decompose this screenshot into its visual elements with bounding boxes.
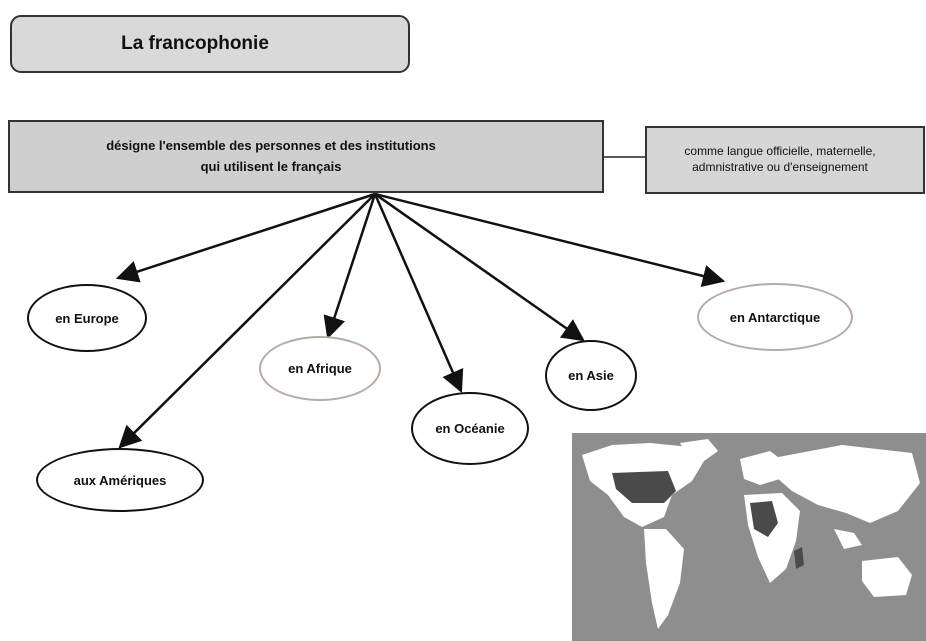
world-map-icon (572, 433, 926, 641)
region-node-asie: en Asie (545, 340, 637, 411)
region-node-antarctique: en Antarctique (697, 283, 853, 351)
definition-line-1: désigne l'ensemble des personnes et des … (106, 138, 436, 154)
diagram-title-text: La francophonie (121, 33, 269, 54)
region-label-antarctique: en Antarctique (729, 309, 821, 325)
region-node-afrique: en Afrique (259, 336, 381, 401)
usage-note-line-1: comme langue officielle, maternelle, (684, 144, 876, 159)
arrow-to-asie (374, 192, 585, 342)
arrow-to-afrique (323, 193, 377, 340)
region-label-europe: en Europe (55, 310, 119, 326)
usage-note-line-2: admnistrative ou d'enseignement (692, 160, 868, 174)
region-label-ameriques: aux Amériques (73, 472, 167, 488)
arrow-to-antarctique (374, 192, 726, 288)
arrow-to-ameriques (118, 193, 376, 449)
usage-note-box: comme langue officielle, maternelle, adm… (645, 126, 925, 194)
definition-line-2: qui utilisent le français (200, 158, 342, 174)
region-label-oceanie: en Océanie (435, 421, 505, 436)
usage-note-text: comme langue officielle, maternelle, adm… (684, 144, 875, 175)
definition-box: désigne l'ensemble des personnes et des … (8, 120, 604, 193)
region-node-ameriques: aux Amériques (36, 448, 204, 512)
arrow-to-oceanie (373, 193, 464, 394)
region-node-europe: en Europe (27, 284, 147, 352)
world-map-image (572, 433, 926, 641)
definition-text: désigne l'ensemble des personnes et des … (106, 136, 436, 176)
region-node-oceanie: en Océanie (411, 392, 529, 465)
arrow-to-europe (115, 192, 376, 283)
region-label-afrique: en Afrique (288, 361, 352, 376)
region-label-asie: en Asie (568, 368, 614, 383)
diagram-title: La francophonie (10, 15, 410, 73)
